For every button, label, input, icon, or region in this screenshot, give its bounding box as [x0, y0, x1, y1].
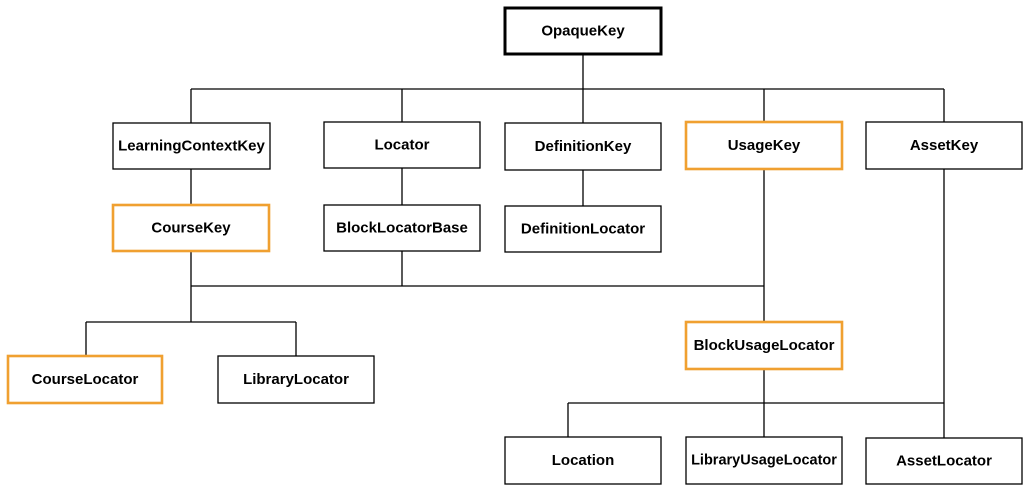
node-asset-key[interactable]: AssetKey — [865, 121, 1023, 170]
node-location[interactable]: Location — [504, 436, 662, 485]
edge-shared-bus — [190, 169, 765, 322]
node-library-usage-locator[interactable]: LibraryUsageLocator — [685, 436, 843, 485]
edge-coursekey-children — [85, 321, 297, 356]
node-label: LearningContextKey — [118, 138, 265, 155]
node-locator[interactable]: Locator — [323, 121, 481, 169]
node-library-locator[interactable]: LibraryLocator — [217, 355, 375, 404]
node-label: OpaqueKey — [541, 23, 625, 40]
node-label: LibraryLocator — [243, 371, 349, 388]
node-label: AssetLocator — [896, 453, 992, 470]
node-label: CourseKey — [151, 220, 231, 237]
edge-opaquekey-children — [190, 54, 945, 123]
node-label: BlockUsageLocator — [694, 337, 835, 354]
node-label: DefinitionLocator — [521, 221, 645, 238]
node-course-key[interactable]: CourseKey — [111, 203, 271, 253]
node-learning-context-key[interactable]: LearningContextKey — [112, 122, 271, 170]
node-block-usage-locator[interactable]: BlockUsageLocator — [684, 320, 844, 371]
node-label: Locator — [374, 137, 429, 154]
node-label: BlockLocatorBase — [336, 220, 468, 237]
edge-blockusagelocator-children — [567, 369, 944, 437]
node-opaque-key[interactable]: OpaqueKey — [503, 6, 663, 56]
node-definition-key[interactable]: DefinitionKey — [504, 122, 662, 171]
node-label: DefinitionKey — [535, 138, 632, 155]
node-label: AssetKey — [910, 137, 979, 154]
node-definition-locator[interactable]: DefinitionLocator — [504, 205, 662, 253]
node-label: CourseLocator — [32, 371, 139, 388]
node-label: LibraryUsageLocator — [691, 453, 837, 469]
connector-lines — [85, 54, 945, 438]
node-label: Location — [552, 452, 615, 469]
node-block-locator-base[interactable]: BlockLocatorBase — [323, 204, 481, 252]
node-asset-locator[interactable]: AssetLocator — [865, 437, 1023, 485]
node-label: UsageKey — [728, 137, 801, 154]
node-usage-key[interactable]: UsageKey — [684, 120, 844, 171]
node-course-locator[interactable]: CourseLocator — [6, 354, 164, 405]
